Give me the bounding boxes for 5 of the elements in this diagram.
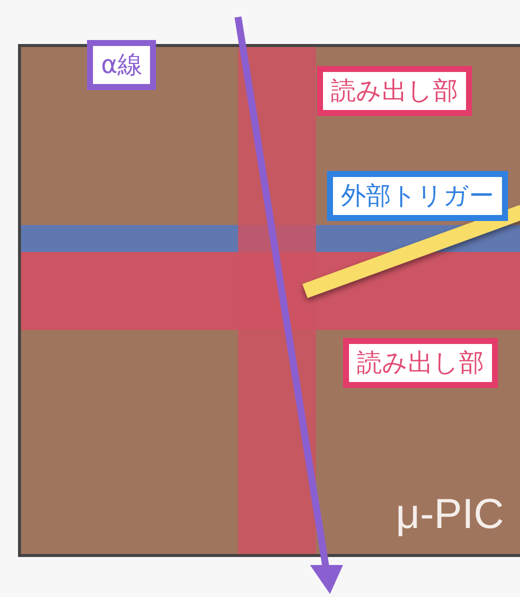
label-box: 読み出し部: [343, 338, 498, 388]
label-box: 読み出し部: [317, 66, 472, 116]
label-box: 外部トリガー: [327, 171, 508, 221]
board-title: μ-PIC: [396, 490, 504, 538]
label-box: α線: [87, 40, 156, 90]
